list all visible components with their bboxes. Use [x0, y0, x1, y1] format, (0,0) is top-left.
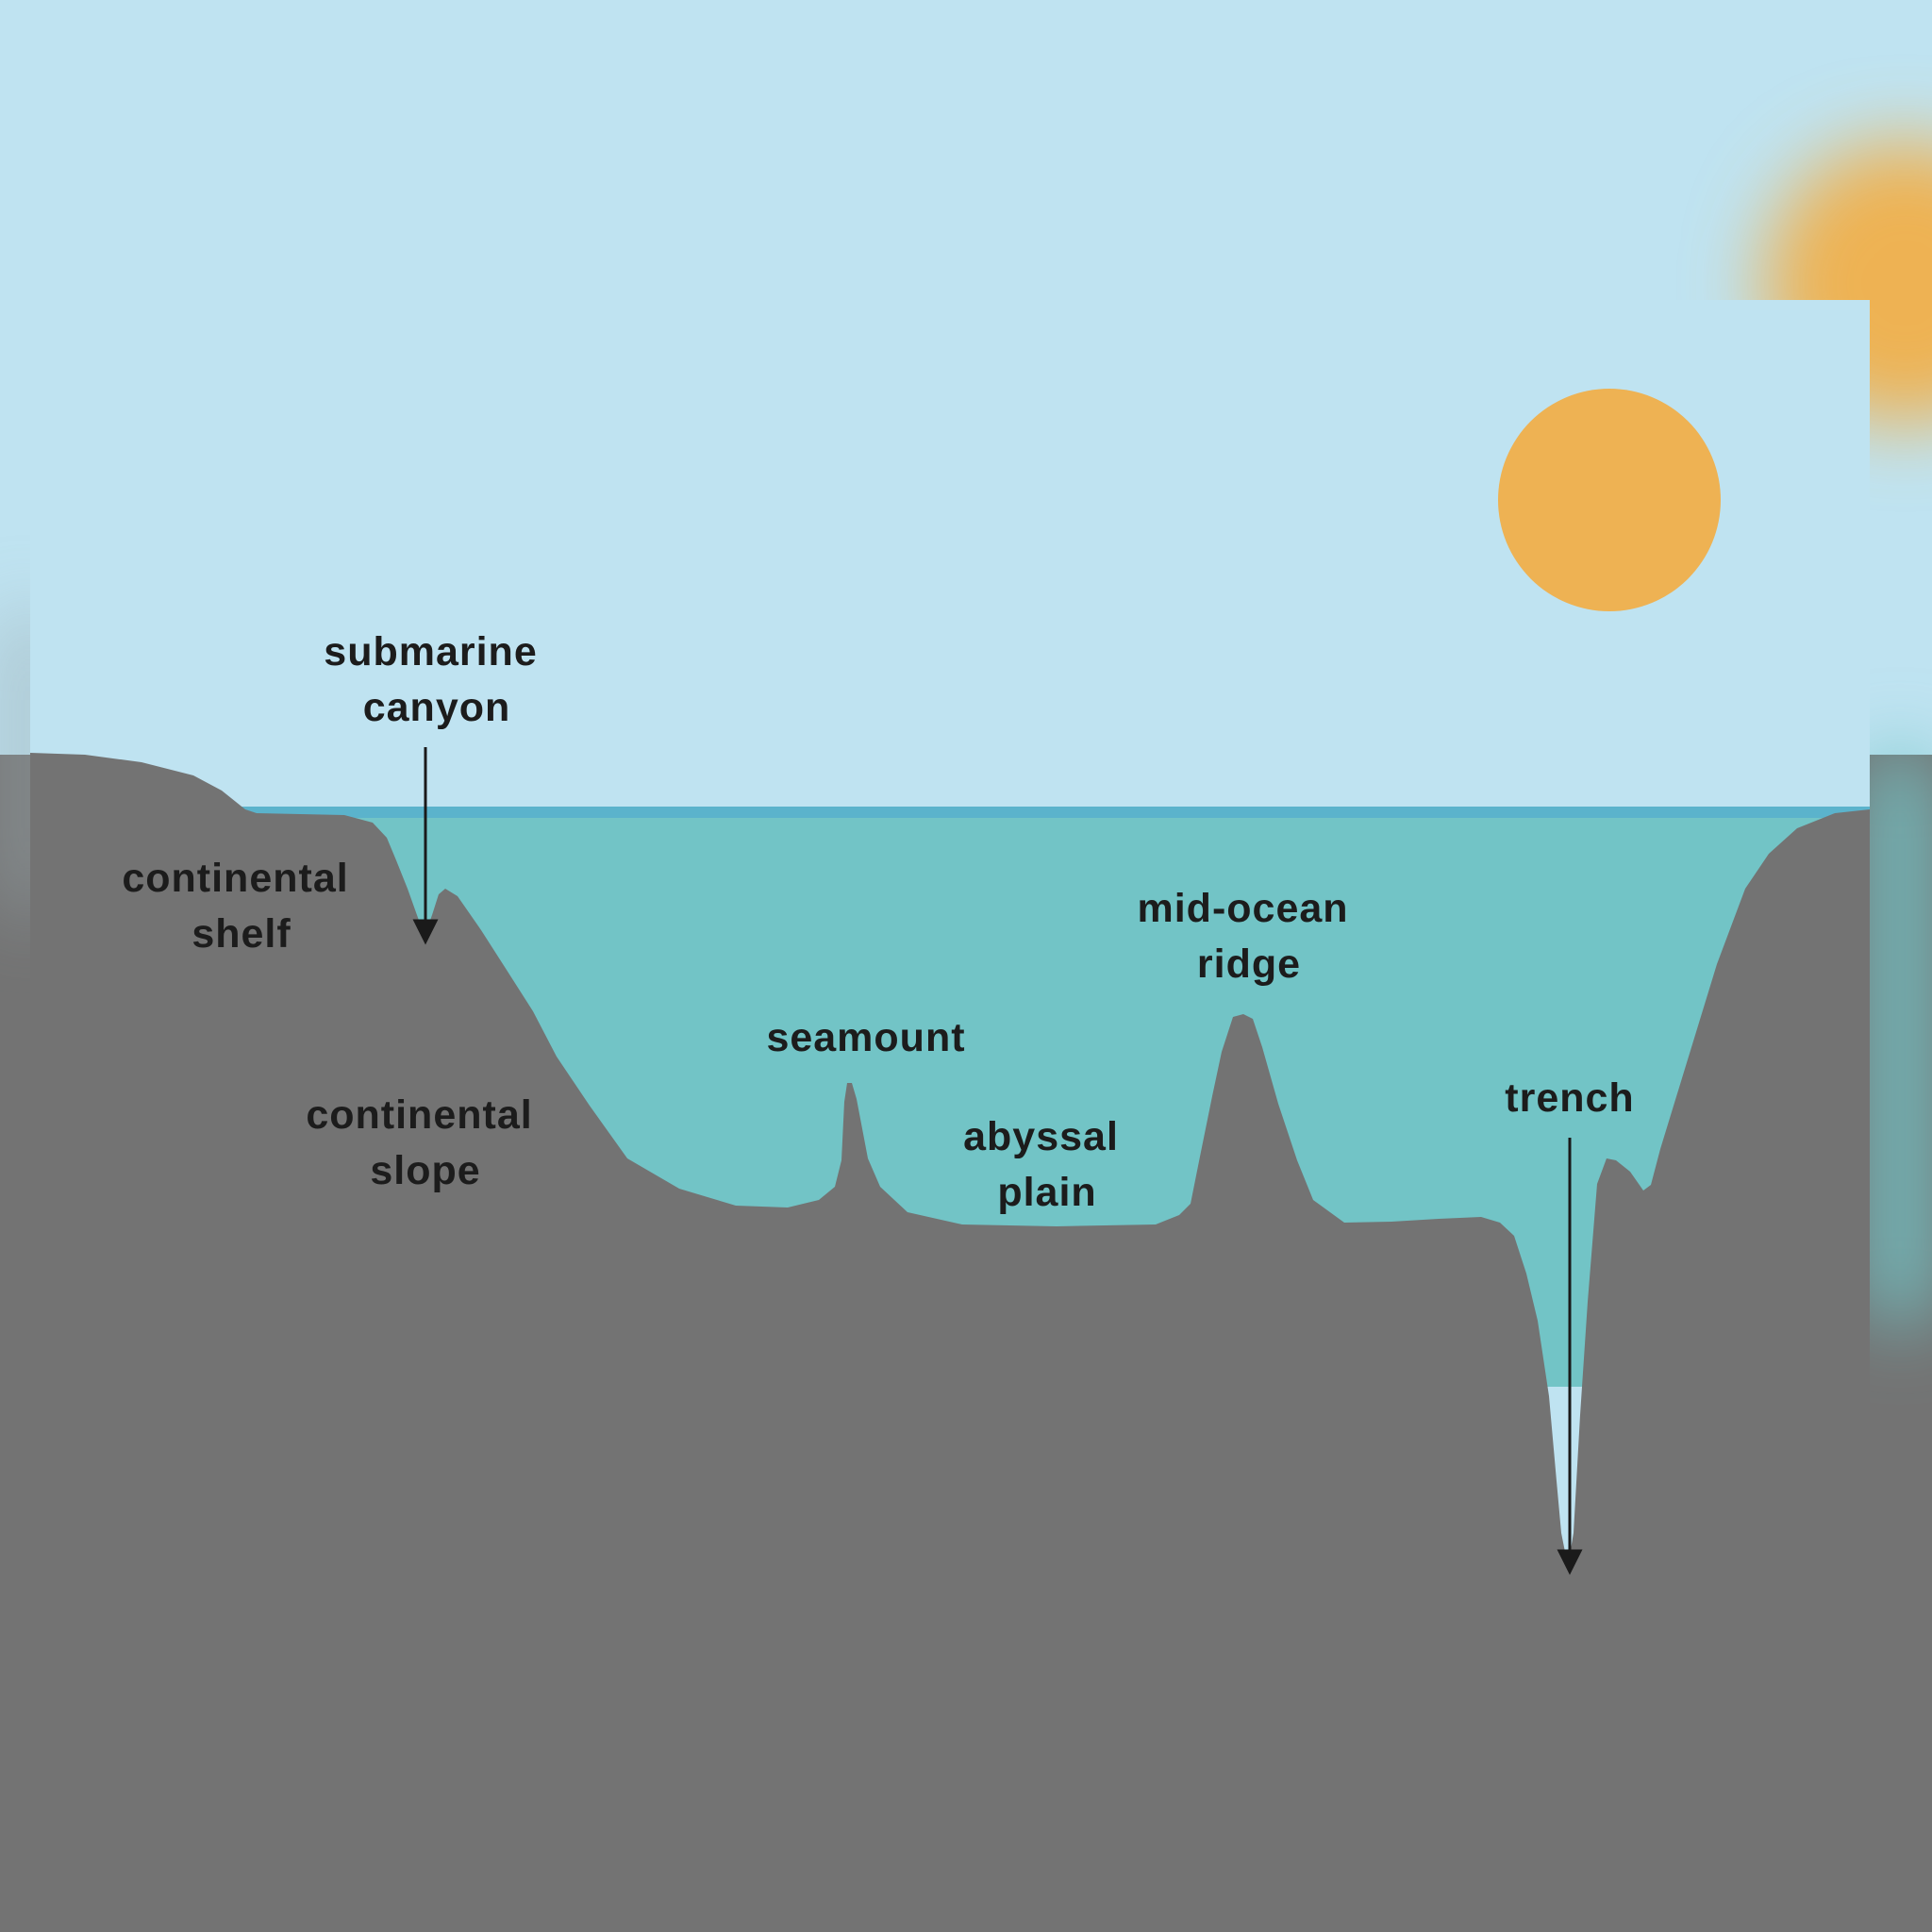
ocean-surface	[30, 807, 1870, 818]
trench-label: trench	[1505, 1075, 1634, 1121]
continental-slope-label: continental slope	[306, 1092, 544, 1193]
continental-shelf-label: continental shelf	[122, 856, 360, 957]
sea-floor-terrain	[30, 753, 1870, 1625]
seamount-label: seamount	[766, 1015, 965, 1060]
submarine-canyon-label: submarine canyon	[324, 629, 549, 730]
backdrop-water-blur	[1868, 755, 1932, 1321]
sun-icon	[1498, 389, 1721, 611]
mid-ocean-ridge-label: mid-ocean ridge	[1138, 886, 1361, 987]
abyssal-plain-label: abyssal plain	[963, 1114, 1131, 1215]
inner-picture: submarine canyon continental shelf conti…	[30, 300, 1870, 1625]
